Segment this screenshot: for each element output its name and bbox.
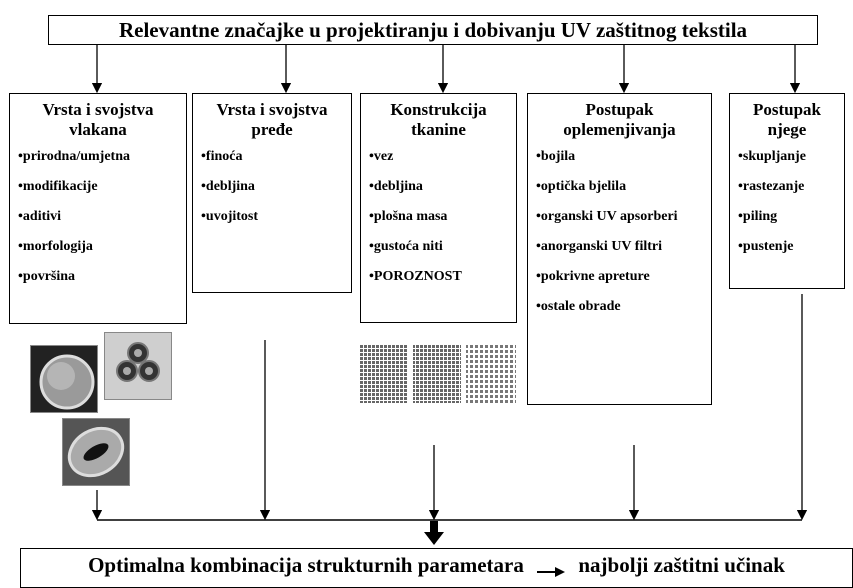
- hollow-fiber-icon: [62, 418, 130, 486]
- fabric-weave-icon: [360, 345, 516, 403]
- diagram-title: Relevantne značajke u projektiranju i do…: [48, 15, 818, 45]
- list-item: ostale obrade: [536, 298, 703, 315]
- list-item: morfologija: [18, 238, 178, 255]
- list-item: POROZNOST: [369, 268, 508, 285]
- fiber-cross-section-icon: [30, 345, 98, 413]
- list-item: rastezanje: [738, 178, 836, 195]
- list-item: vez: [369, 148, 508, 165]
- list-item: prirodna/umjetna: [18, 148, 178, 165]
- list-item: organski UV apsorberi: [536, 208, 703, 225]
- column-heading: Vrsta i svojstva vlakana: [42, 100, 154, 139]
- column-fabric: Konstrukcija tkanine vez debljina plošna…: [360, 93, 517, 323]
- list-item: plošna masa: [369, 208, 508, 225]
- list-item: modifikacije: [18, 178, 178, 195]
- list-item: bojila: [536, 148, 703, 165]
- list-item: gustoća niti: [369, 238, 508, 255]
- list-item: pustenje: [738, 238, 836, 255]
- result-box: Optimalna kombinacija strukturnih parame…: [20, 548, 853, 588]
- list-item: optička bjelila: [536, 178, 703, 195]
- column-heading: Konstrukcija tkanine: [390, 100, 487, 139]
- list-item: površina: [18, 268, 178, 285]
- column-fibre: Vrsta i svojstva vlakana prirodna/umjetn…: [9, 93, 187, 324]
- column-care: Postupak njege skupljanje rastezanje pil…: [729, 93, 845, 289]
- column-finishing: Postupak oplemenjivanja bojila optička b…: [527, 93, 712, 405]
- list-item: uvojitost: [201, 208, 343, 225]
- list-item: skupljanje: [738, 148, 836, 165]
- list-item: piling: [738, 208, 836, 225]
- list-item: anorganski UV filtri: [536, 238, 703, 255]
- column-yarn: Vrsta i svojstva pređe finoća debljina u…: [192, 93, 352, 293]
- microfibers-icon: [104, 332, 172, 400]
- list-item: debljina: [369, 178, 508, 195]
- list-item: debljina: [201, 178, 343, 195]
- result-left: Optimalna kombinacija strukturnih parame…: [88, 553, 524, 577]
- column-heading: Postupak njege: [752, 100, 822, 139]
- list-item: aditivi: [18, 208, 178, 225]
- list-item: finoća: [201, 148, 343, 165]
- result-right: najbolji zaštitni učinak: [578, 553, 785, 577]
- list-item: pokrivne apreture: [536, 268, 703, 285]
- column-heading: Vrsta i svojstva pređe: [216, 100, 328, 139]
- arrow-right-icon: [537, 560, 566, 578]
- column-heading: Postupak oplemenjivanja: [563, 100, 676, 139]
